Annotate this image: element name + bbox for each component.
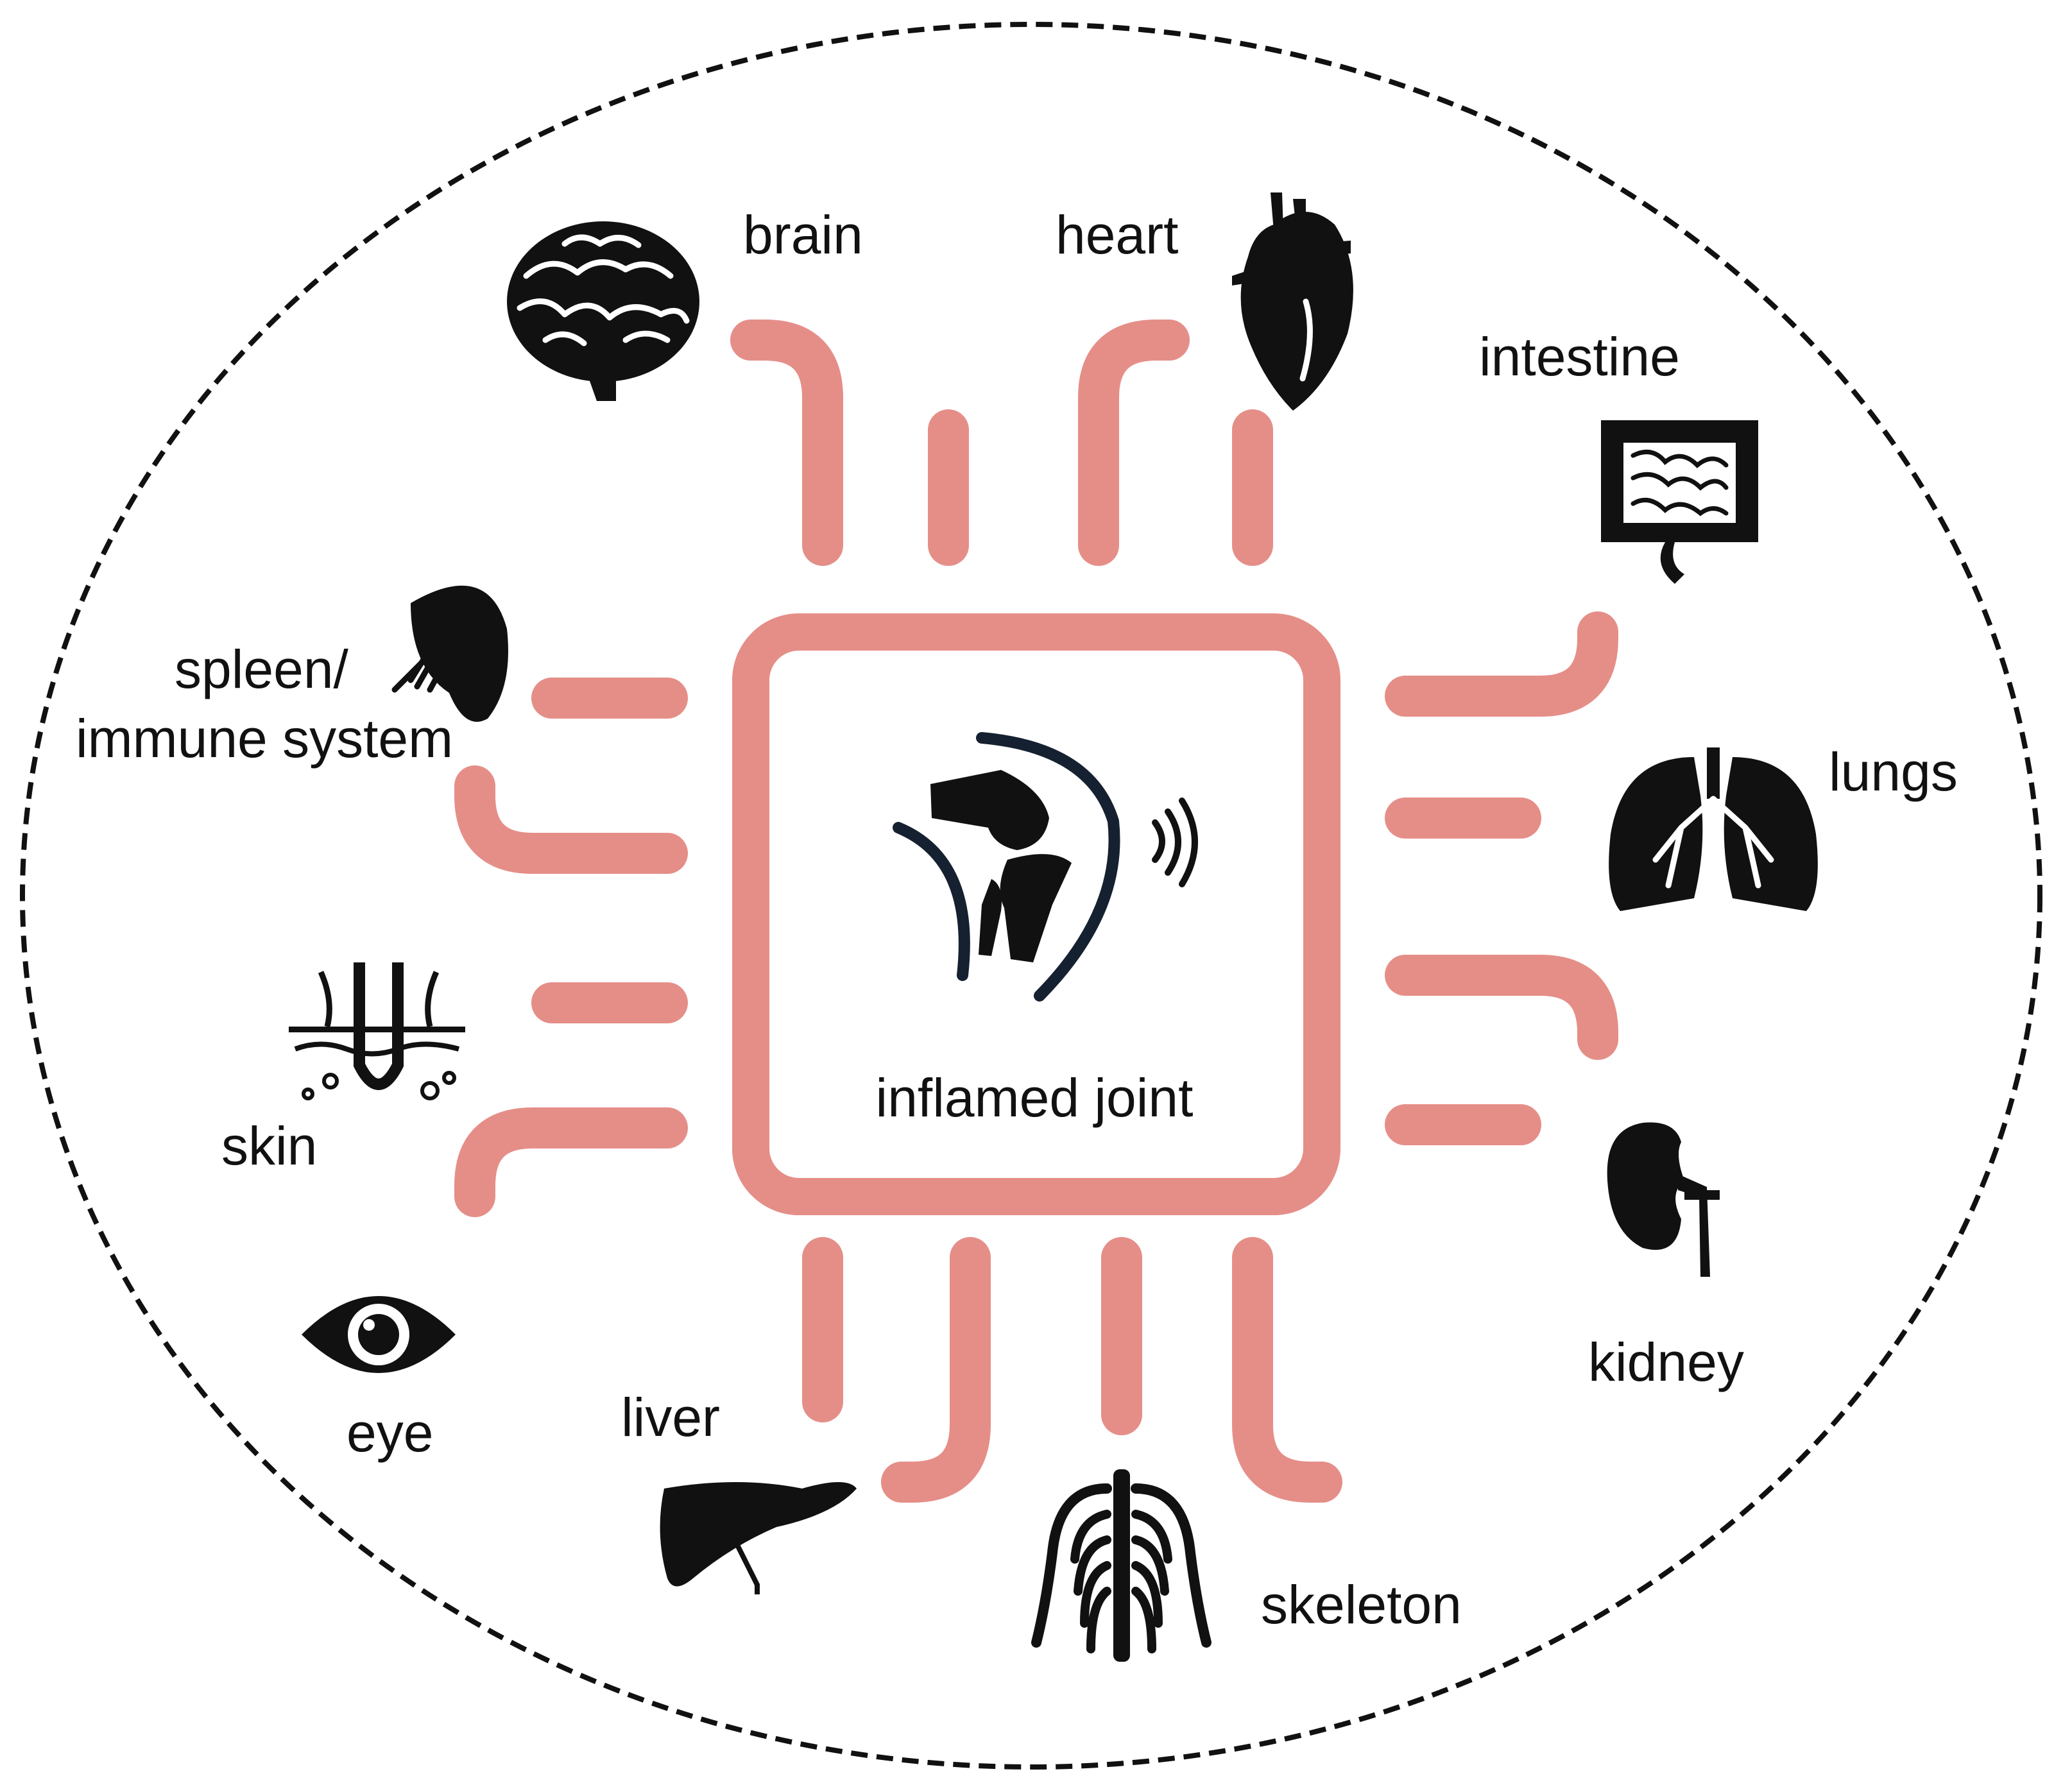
liver-icon (660, 1482, 857, 1594)
ribcage-icon (1031, 1469, 1211, 1662)
intestine-label: intestine (1479, 327, 1680, 387)
connector-pipes (454, 320, 1618, 1503)
heart-icon (1232, 192, 1353, 411)
connector-left-4 (454, 1107, 688, 1217)
brain-icon (507, 221, 699, 401)
kidney-label: kidney (1588, 1332, 1744, 1392)
connector-right-3 (1385, 955, 1618, 1060)
kidney-icon (1607, 1122, 1720, 1277)
spleen-label-line2: immune system (76, 708, 453, 769)
spleen-icon (391, 585, 508, 722)
connector-left-2 (454, 765, 688, 874)
lungs-icon (1609, 747, 1818, 911)
eye-icon (302, 1296, 456, 1373)
heart-label: heart (1056, 205, 1178, 265)
knee-joint-icon (893, 732, 1198, 1002)
spleen-label-line1: spleen/ (175, 639, 349, 699)
connector-right-1 (1385, 611, 1618, 717)
connector-bottom-2 (881, 1237, 991, 1503)
connector-bottom-4 (1232, 1237, 1342, 1503)
hair-follicle-icon (289, 962, 465, 1100)
liver-label: liver (621, 1387, 720, 1447)
lungs-label: lungs (1829, 742, 1958, 802)
skeleton-label: skeleton (1261, 1574, 1462, 1635)
center-label: inflamed joint (876, 1068, 1194, 1128)
outer-dashed-ellipse (20, 22, 2042, 1770)
skin-label: skin (221, 1116, 317, 1176)
connector-top-1 (730, 320, 843, 566)
eye-label: eye (347, 1403, 433, 1463)
connector-top-3 (1078, 320, 1190, 566)
intestine-icon (1601, 420, 1758, 584)
brain-label: brain (743, 205, 863, 265)
